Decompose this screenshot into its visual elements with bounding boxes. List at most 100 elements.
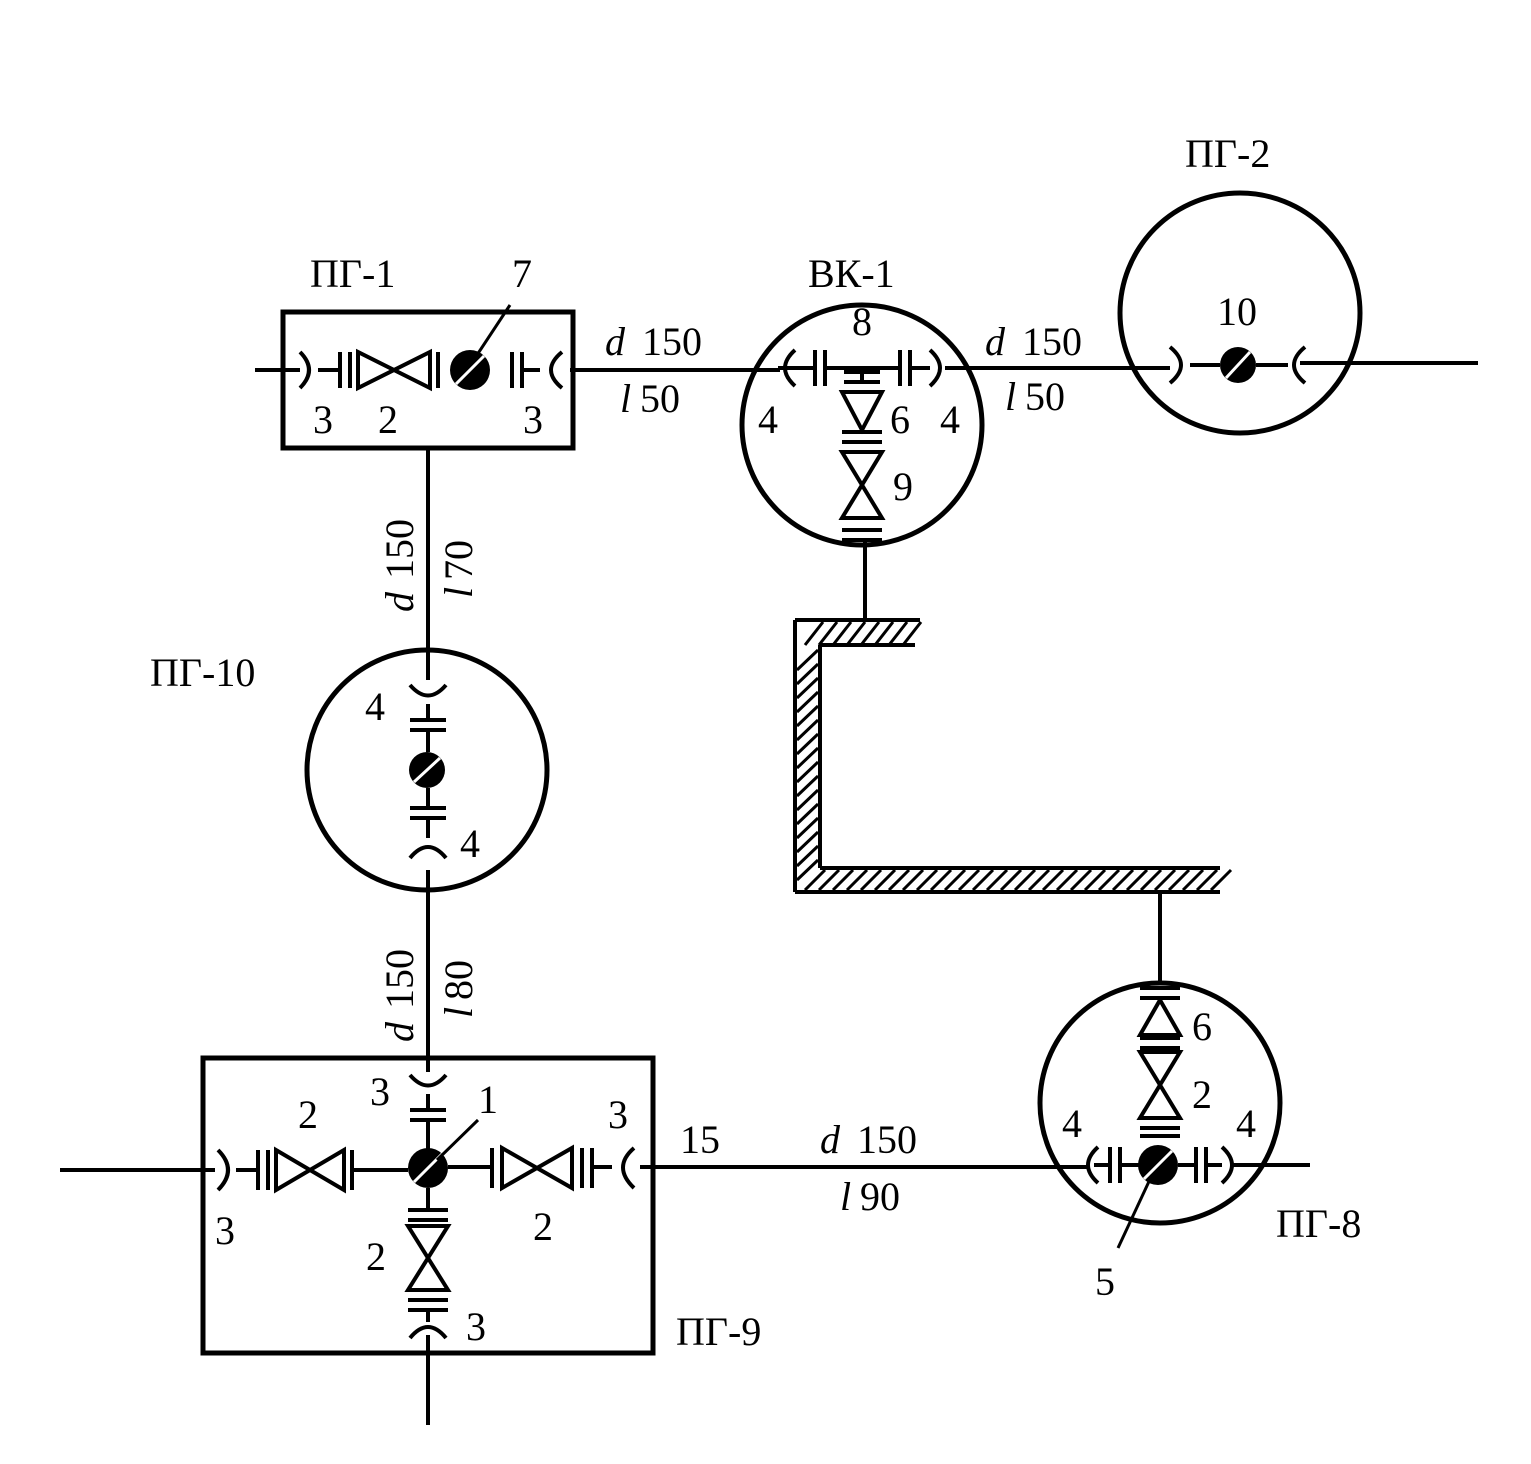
part-num: 2 xyxy=(366,1234,386,1279)
part-num: 3 xyxy=(313,397,333,442)
wall-hatch-stroke xyxy=(795,858,820,882)
building-wall-hatched xyxy=(793,618,1233,894)
wall-hatch-stroke xyxy=(1013,868,1037,892)
wall-hatch-stroke xyxy=(845,621,867,646)
wall-hatch-stroke xyxy=(795,690,820,714)
node-label-pg1: ПГ-1 xyxy=(310,251,395,296)
pipe-l-value: 70 xyxy=(436,540,481,580)
node-label-pg9: ПГ-9 xyxy=(676,1309,761,1354)
pipe-l-value: 90 xyxy=(860,1174,900,1219)
wall-hatch-stroke xyxy=(985,868,1009,892)
wall-hatch-stroke xyxy=(795,704,820,728)
wall-hatch-stroke xyxy=(929,868,953,892)
wall-hatch-stroke xyxy=(971,868,995,892)
part-num: 9 xyxy=(893,464,913,509)
wall-hatch-stroke xyxy=(803,621,825,646)
svg-text:d150: d150 xyxy=(605,319,702,364)
pipe-d-symbol: d xyxy=(605,319,626,364)
wall-hatch-stroke xyxy=(831,621,853,646)
wall-hatch-stroke xyxy=(859,868,883,892)
svg-text:d150: d 150 xyxy=(985,319,1082,364)
pipe-d-symbol: d xyxy=(820,1117,841,1162)
node-pg10: ПГ-10 4 4 xyxy=(150,647,550,893)
wall-hatch-stroke xyxy=(1069,868,1093,892)
wall-hatch-stroke xyxy=(795,802,820,826)
part-num: 6 xyxy=(1192,1004,1212,1049)
pipe-lines xyxy=(60,361,1478,1425)
wall-hatch-stroke xyxy=(943,868,967,892)
wall-hatch-stroke xyxy=(795,816,820,840)
wall-hatch-stroke xyxy=(795,830,820,854)
wall-hatch-stroke xyxy=(831,868,855,892)
part-num: 2 xyxy=(298,1092,318,1137)
part-num: 6 xyxy=(890,397,910,442)
wall-hatch-stroke xyxy=(1027,868,1051,892)
wall-hatch-stroke xyxy=(795,732,820,756)
pipe-d-symbol: d xyxy=(377,591,422,612)
wall-hatch-stroke xyxy=(795,662,820,686)
part-num: 8 xyxy=(852,299,872,344)
part-num: 10 xyxy=(1217,289,1257,334)
wall-hatch-stroke xyxy=(795,774,820,798)
wall-hatch-stroke xyxy=(795,746,820,770)
pipe-l-value: 50 xyxy=(1025,374,1065,419)
wall-hatch-stroke xyxy=(795,718,820,742)
wall-hatch-stroke xyxy=(1195,868,1219,892)
wall-hatch-stroke xyxy=(803,868,827,892)
pipe-l-symbol: l xyxy=(620,376,631,421)
wall-hatch-stroke xyxy=(957,868,981,892)
pipe-l-symbol: l xyxy=(436,587,481,598)
wall-hatch-stroke xyxy=(1111,868,1135,892)
svg-text:l50: l50 xyxy=(1005,374,1065,419)
pipe-extra-value: 15 xyxy=(680,1117,720,1162)
wall-hatch-stroke xyxy=(901,621,923,646)
part-num: 2 xyxy=(378,397,398,442)
node-label-pg10: ПГ-10 xyxy=(150,650,255,695)
part-num: 1 xyxy=(478,1077,498,1122)
svg-text:l50: l50 xyxy=(620,376,680,421)
wall-hatch-stroke xyxy=(1181,868,1205,892)
wall-hatch-stroke xyxy=(901,868,925,892)
wall-hatch-stroke xyxy=(1055,868,1079,892)
part-num: 4 xyxy=(460,821,480,866)
part-num: 3 xyxy=(215,1208,235,1253)
wall-hatch-stroke xyxy=(795,676,820,700)
part-num: 4 xyxy=(758,397,778,442)
pipe-l-symbol: l xyxy=(1005,374,1016,419)
wall-hatch-stroke xyxy=(795,788,820,812)
pipe-l-symbol: l xyxy=(436,1007,481,1018)
part-num: 2 xyxy=(1192,1072,1212,1117)
part-num: 3 xyxy=(370,1069,390,1114)
part-num: 4 xyxy=(1062,1101,1082,1146)
wall-hatch-stroke xyxy=(873,621,895,646)
node-label-pg8: ПГ-8 xyxy=(1276,1201,1361,1246)
node-pg2: ПГ-2 10 xyxy=(1117,131,1363,436)
pipe-l-value: 50 xyxy=(640,376,680,421)
wall-hatch-stroke xyxy=(1153,868,1177,892)
wall-hatch-stroke xyxy=(915,868,939,892)
pipe-d-symbol: d xyxy=(985,319,1006,364)
node-pg9: ПГ-9 3 1 2 xyxy=(200,1055,761,1356)
pipe-d-value: 150 xyxy=(1022,319,1082,364)
wall-hatch-stroke xyxy=(873,868,897,892)
node-vk1: ВК-1 8 4 6 4 9 xyxy=(739,251,985,548)
wall-hatch-stroke xyxy=(1209,868,1233,892)
node-label-pg2: ПГ-2 xyxy=(1185,131,1270,176)
pipe-d-symbol: d xyxy=(377,1021,422,1042)
wall-hatch-stroke xyxy=(795,648,820,672)
wall-hatch-stroke xyxy=(859,621,881,646)
wall-hatch-stroke xyxy=(795,760,820,784)
svg-text:l70: l 70 xyxy=(436,540,481,598)
pipe-label-pg10-pg9: d150 l80 xyxy=(377,949,481,1042)
node-label-vk1: ВК-1 xyxy=(808,251,895,296)
part-num: 4 xyxy=(940,397,960,442)
pipe-l-symbol: l xyxy=(840,1174,851,1219)
node-pg1: ПГ-1 3 2 3 7 xyxy=(280,251,576,451)
wall-hatch-stroke xyxy=(1125,868,1149,892)
part-num: 4 xyxy=(1236,1101,1256,1146)
wall-hatch-stroke xyxy=(817,621,839,646)
svg-text:l80: l80 xyxy=(436,960,481,1018)
